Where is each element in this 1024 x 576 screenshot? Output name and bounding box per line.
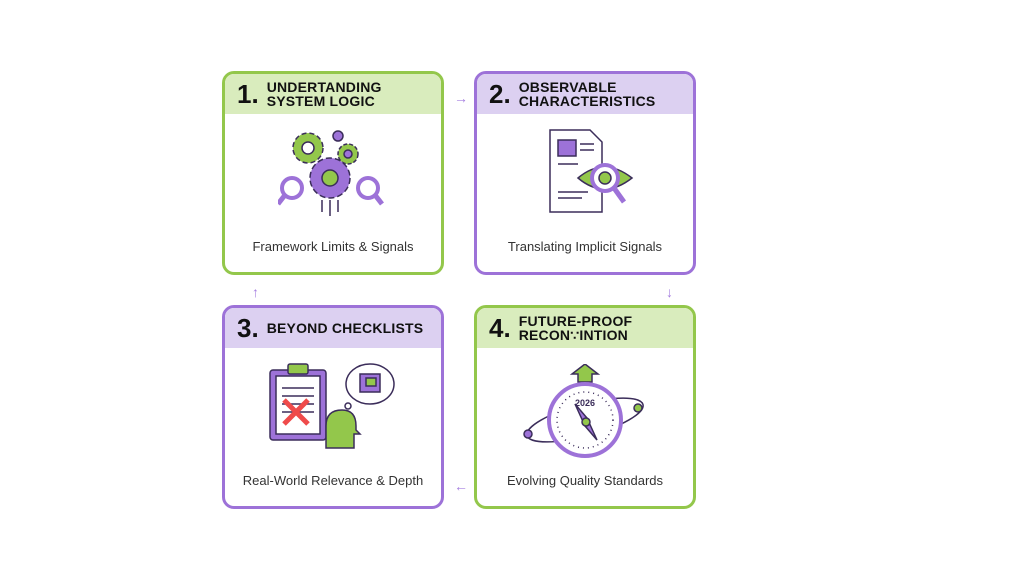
step-subtitle: Evolving Quality Standards <box>506 473 664 488</box>
arrow-down-icon: ↓ <box>666 284 673 300</box>
step-number: 2. <box>489 78 511 109</box>
arrow-up-icon: ↑ <box>252 284 259 300</box>
step-title: BEYOND CHECKLISTS <box>266 320 424 336</box>
card-header: 3. BEYOND CHECKLISTS <box>225 308 441 348</box>
step-number: 4. <box>489 312 511 343</box>
arrow-right-icon: → <box>454 90 468 106</box>
step-subtitle: Translating Implicit Signals <box>507 239 663 254</box>
step-card-3: 3. BEYOND CHECKLISTS Real-World Relevanc… <box>222 305 444 509</box>
svg-text:2026: 2026 <box>575 398 595 408</box>
step-number: 3. <box>237 312 259 343</box>
arrow-left-icon: ← <box>454 478 468 494</box>
step-number: 1. <box>237 78 259 109</box>
gears-magnifier-icon <box>278 130 384 216</box>
clipboard-head-icon <box>269 363 395 449</box>
document-eye-icon <box>549 129 634 213</box>
step-subtitle: Framework Limits & Signals <box>252 239 414 254</box>
compass-icon: 2026 <box>523 364 644 458</box>
step-subtitle: Real-World Relevance & Depth <box>242 473 424 488</box>
